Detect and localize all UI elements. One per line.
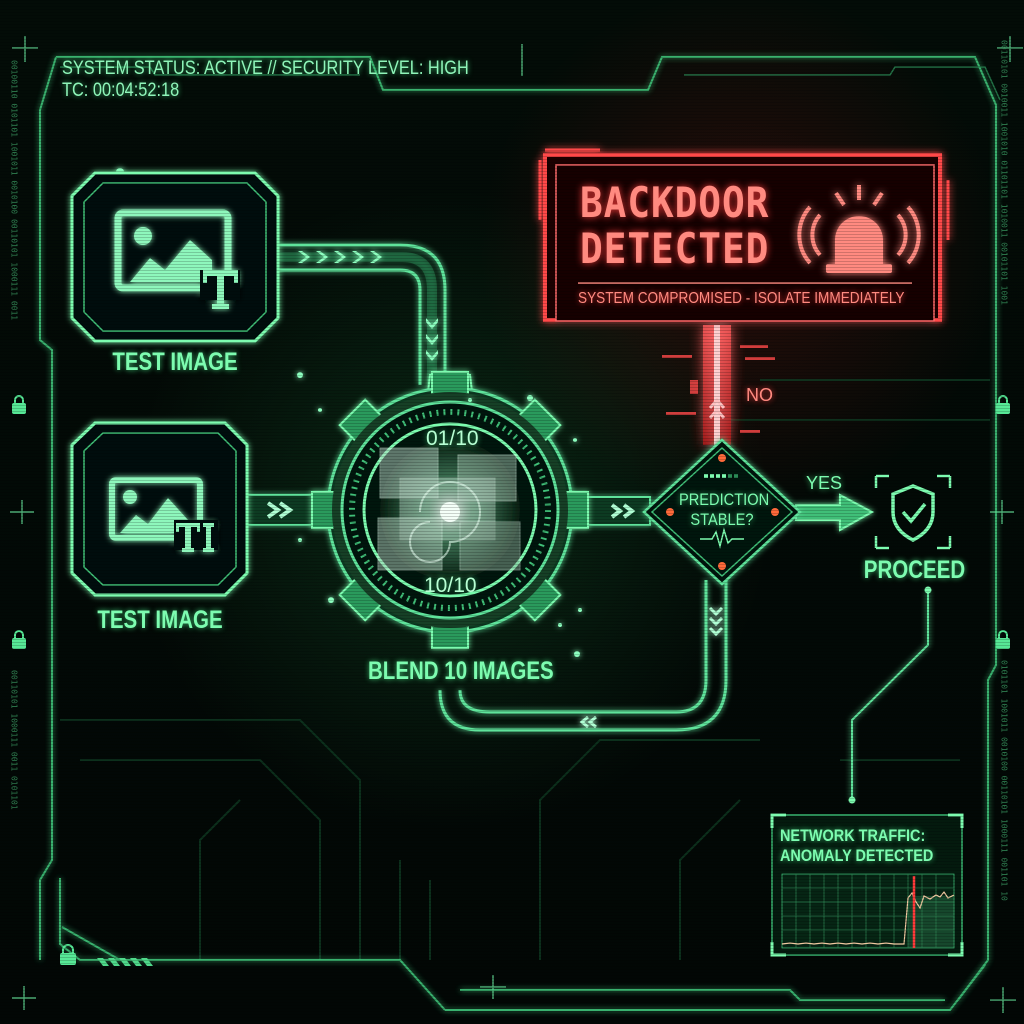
image-with-trigger-T-icon (114, 209, 240, 309)
svg-text:00110101 1000111 0011 0101101: 00110101 1000111 0011 0101101 (10, 670, 19, 810)
siren-icon (797, 185, 921, 273)
lock-icons (12, 395, 1010, 965)
test-image-node-2[interactable] (70, 420, 250, 598)
alert-title: BACKDOOR DETECTED (580, 180, 769, 272)
alert-title-line1: BACKDOOR (580, 178, 770, 227)
status-line: SYSTEM STATUS: ACTIVE // SECURITY LEVEL:… (62, 58, 469, 79)
network-panel-title: NETWORK TRAFFIC: ANOMALY DETECTED (780, 826, 933, 866)
svg-text:00100110 0101101 1001011 00101: 00100110 0101101 1001011 0010100 0011010… (10, 60, 19, 320)
blend-gear-node[interactable] (320, 380, 580, 640)
timecode: TC: 00:04:52:18 (62, 80, 180, 101)
yes-label: YES (806, 473, 843, 493)
shield-check-icon (891, 484, 935, 542)
traffic-chart (781, 873, 955, 949)
blend-counter-top: 01/10 (426, 427, 479, 450)
alert-subtitle: SYSTEM COMPROMISED - ISOLATE IMMEDIATELY (578, 290, 905, 307)
test-image-node-1[interactable] (70, 170, 280, 345)
no-label: NO (746, 385, 773, 405)
proceed-label: PROCEED (863, 556, 966, 584)
network-panel-title-line1: NETWORK TRAFFIC: (780, 826, 926, 845)
blend-label: BLEND 10 IMAGES (368, 657, 554, 685)
network-panel-title-line2: ANOMALY DETECTED (780, 846, 934, 865)
decision-question-line1: PREDICTION (679, 490, 770, 509)
proceed-node[interactable] (870, 470, 956, 554)
alert-title-line2: DETECTED (580, 224, 770, 273)
image-with-trigger-TI-icon (109, 477, 218, 552)
test-image-label-2: TEST IMAGE (97, 606, 223, 634)
svg-text:00110101 0010011 1001010 01101: 00110101 0010011 1001010 01101101 101001… (1000, 40, 1009, 305)
system-status-header: SYSTEM STATUS: ACTIVE // SECURITY LEVEL:… (62, 58, 469, 102)
decision-question-line2: STABLE? (690, 510, 754, 529)
svg-text:0101101 1001011 0010100 001101: 0101101 1001011 0010100 00110101 1000111… (1000, 660, 1009, 901)
blend-counter-bottom: 10/10 (424, 574, 477, 597)
decision-question: PREDICTION STABLE? (679, 490, 770, 530)
test-image-label-1: TEST IMAGE (112, 348, 238, 376)
